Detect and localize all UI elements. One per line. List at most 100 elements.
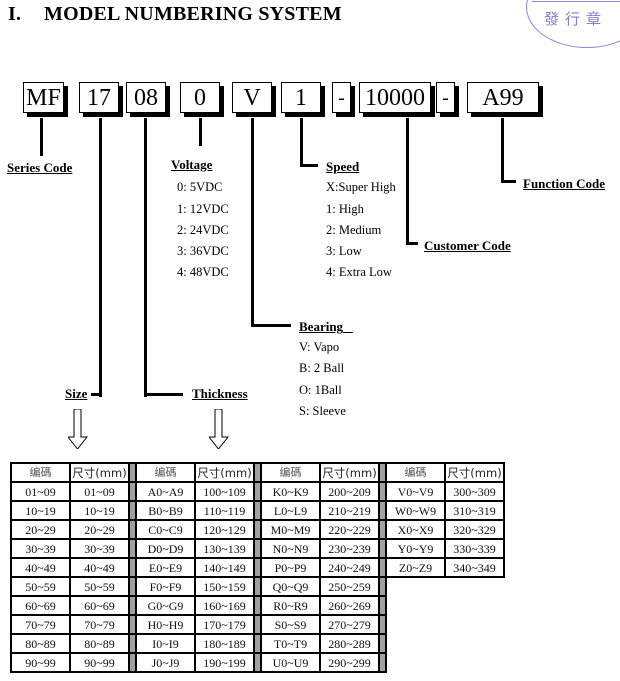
cell-size-mm: 260~269: [319, 595, 380, 616]
column-separator: [253, 595, 262, 616]
column-separator: [253, 500, 262, 521]
cell-code: L0~L9: [260, 500, 321, 521]
connector-customer-end: [406, 242, 418, 245]
bearing-option: B: 2 Ball: [299, 361, 345, 375]
cell-size-mm: 120~129: [194, 519, 255, 540]
connector-thickness-end: [144, 393, 183, 396]
column-separator: [128, 519, 137, 540]
bearing-option: S: Sleeve: [299, 404, 346, 418]
empty-cell: [445, 615, 504, 634]
cell-size-mm: 50~59: [69, 576, 130, 597]
connector-size-end: [91, 393, 101, 396]
cell-size-mm: 220~229: [319, 519, 380, 540]
empty-cell: [386, 577, 445, 596]
stamp-divider: [532, 1, 620, 2]
label-series-code: Series Code: [7, 160, 73, 175]
code-box-customer: 10000: [359, 82, 431, 113]
connector-voltage: [199, 118, 202, 146]
cell-code: 30~39: [10, 538, 71, 559]
cell-code: I0~I9: [135, 633, 196, 654]
empty-cell: [445, 653, 504, 672]
column-separator: [253, 519, 262, 540]
label-customer-code: Customer Code: [424, 238, 511, 253]
code-box-function: A99: [467, 82, 539, 113]
cell-size-mm: 90~99: [69, 652, 130, 673]
cell-code: 80~89: [10, 633, 71, 654]
column-separator: [128, 614, 137, 635]
label-speed: Speed: [326, 159, 360, 174]
cell-size-mm: 10~19: [69, 500, 130, 521]
cell-size-mm: 330~339: [444, 538, 505, 559]
header-code: 编碼: [385, 462, 446, 483]
column-separator: [128, 652, 137, 673]
cell-size-mm: 210~219: [319, 500, 380, 521]
speed-option: 3: Low: [326, 244, 362, 258]
cell-code: 70~79: [10, 614, 71, 635]
column-separator: [253, 633, 262, 654]
cell-code: C0~C9: [135, 519, 196, 540]
cell-size-mm: 230~239: [319, 538, 380, 559]
cell-code: D0~D9: [135, 538, 196, 559]
connector-size: [99, 118, 102, 397]
header-code: 编碼: [10, 462, 71, 483]
cell-code: W0~W9: [385, 500, 446, 521]
connector-speed-end: [300, 164, 318, 167]
column-separator: [253, 538, 262, 559]
column-separator: [253, 614, 262, 635]
cell-size-mm: 160~169: [194, 595, 255, 616]
column-separator: [378, 557, 387, 578]
column-separator: [378, 538, 387, 559]
label-voltage: Voltage: [171, 157, 213, 172]
header-code: 编碼: [135, 462, 196, 483]
cell-size-mm: 340~349: [444, 557, 505, 578]
column-separator: [253, 557, 262, 578]
cell-code: U0~U9: [260, 652, 321, 673]
empty-cell: [445, 577, 504, 596]
connector-function: [501, 118, 504, 183]
bearing-option: V: Vapo: [299, 340, 340, 354]
cell-size-mm: 20~29: [69, 519, 130, 540]
cell-size-mm: 40~49: [69, 557, 130, 578]
voltage-option: 3: 36VDC: [177, 244, 229, 258]
header-size-mm: 尺寸(mm): [69, 462, 130, 483]
cell-code: P0~P9: [260, 557, 321, 578]
cell-code: T0~T9: [260, 633, 321, 654]
cell-size-mm: 200~209: [319, 481, 380, 502]
column-separator: [128, 538, 137, 559]
column-separator: [128, 500, 137, 521]
column-separator: [378, 633, 387, 654]
column-separator: [128, 576, 137, 597]
cell-size-mm: 100~109: [194, 481, 255, 502]
cell-code: 40~49: [10, 557, 71, 578]
connector-bearing: [251, 118, 254, 327]
cell-code: 20~29: [10, 519, 71, 540]
cell-code: S0~S9: [260, 614, 321, 635]
cell-size-mm: 180~189: [194, 633, 255, 654]
cell-code: 60~69: [10, 595, 71, 616]
cell-code: Q0~Q9: [260, 576, 321, 597]
empty-cell: [386, 653, 445, 672]
cell-code: F0~F9: [135, 576, 196, 597]
header-code: 编碼: [260, 462, 321, 483]
speed-option: 4: Extra Low: [326, 265, 392, 279]
column-separator: [253, 462, 262, 483]
cell-size-mm: 110~119: [194, 500, 255, 521]
column-separator: [378, 576, 387, 597]
stamp-text: 發行章: [544, 10, 608, 28]
section-title: I.MODEL NUMBERING SYSTEM: [8, 3, 342, 26]
label-function-code: Function Code: [523, 176, 605, 191]
cell-size-mm: 150~159: [194, 576, 255, 597]
cell-code: G0~G9: [135, 595, 196, 616]
empty-cell: [386, 596, 445, 615]
cell-code: M0~M9: [260, 519, 321, 540]
table-header-row: 编碼尺寸(mm)编碼尺寸(mm)编碼尺寸(mm)编碼尺寸(mm): [10, 462, 505, 483]
cell-size-mm: 290~299: [319, 652, 380, 673]
code-box-bearing: V: [232, 82, 272, 113]
connector-bearing-end: [251, 324, 291, 327]
cell-code: B0~B9: [135, 500, 196, 521]
